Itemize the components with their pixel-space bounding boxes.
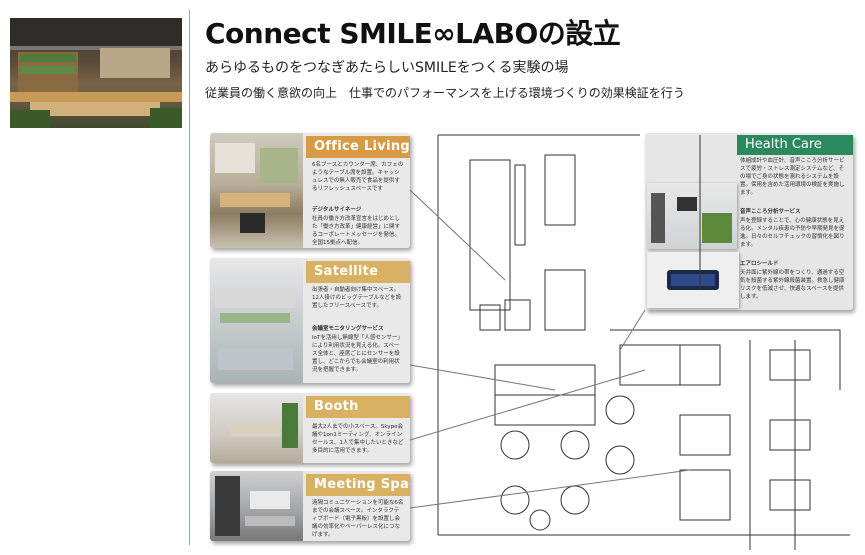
office-living-desc2: 社員の働き方改革宣言をはじめとした「働き方改革」健康経営」に関するコーポレートメ… [312,216,401,246]
booth-title: Booth [306,396,410,418]
health-care-sub1: 音声こころ分析サービス [740,209,801,215]
office-living-sub: デジタルサイネージ [312,207,362,213]
satellite-desc2: IoTを活用し無線型「人感センサー」により利用状況を見える化。スペース全体と、座… [312,335,403,373]
page-subtitle: あらゆるものをつなぎあたらしいSMILEをつくる実験の場 [205,60,569,76]
meeting-space-photo [210,471,303,541]
health-care-desc2: 声を登録することで、心の健康状態を見える化。メンタル疾患の予防や早期発見を促進。… [740,218,845,248]
health-care-photo-2 [647,252,739,308]
satellite-card: Satellite 出張者・自動者向け集中スペース。12人掛けのビッグテーブルな… [210,258,410,383]
satellite-sub: 会議室モニタリングサービス [312,326,384,332]
health-care-sub2: エアロシールド [740,261,779,267]
health-care-desc3: 天井面に紫外線の帯をつくり、通過する空気を殺菌する紫外線殺菌装置。救急し健康リス… [740,270,845,300]
health-care-title: Health Care [737,135,853,155]
meeting-space-title: Meeting Space [306,474,410,496]
floor-plan [437,134,850,550]
office-living-title: Office Living [306,136,410,158]
booth-photo [210,393,303,463]
meeting-space-desc: 遠隔コミュニケーションを可能な6名までの会議スペース。インタラクティブボード（電… [312,500,404,538]
hero-photo [10,18,182,128]
satellite-desc: 出張者・自動者向け集中スペース。12人掛けのビッグテーブルなどを設置したフリース… [312,287,402,309]
meeting-space-card: Meeting Space 遠隔コミュニケーションを可能な6名までの会議スペース… [210,471,410,541]
page-description: 従業員の働く意欲の向上 仕事でのパフォーマンスを上げる環境づくりの効果検証を行う [205,86,685,100]
health-care-desc: 体組成計や血圧計、音声こころ分析サービスで疲労・ストレス測定システムなど、その場… [740,158,845,196]
office-living-desc: 6名ブースとカウンター席、カフェのようなテーブル席を設置。キャッシュレスでの無人… [312,162,404,192]
booth-desc: 最大2人までの小スペース。Skype会議や1on1ミーティング、オンラインセール… [312,424,404,454]
page-title: Connect SMILE∞LABOの設立 [205,17,621,50]
satellite-title: Satellite [306,261,410,283]
health-care-photo-1 [647,183,737,249]
office-living-photo [210,133,303,248]
booth-card: Booth 最大2人までの小スペース。Skype会議や1on1ミーティング、オン… [210,393,410,463]
office-living-card: Office Living 6名ブースとカウンター席、カフェのようなテーブル席を… [210,133,410,248]
satellite-photo [210,258,303,383]
header-divider [189,10,190,545]
